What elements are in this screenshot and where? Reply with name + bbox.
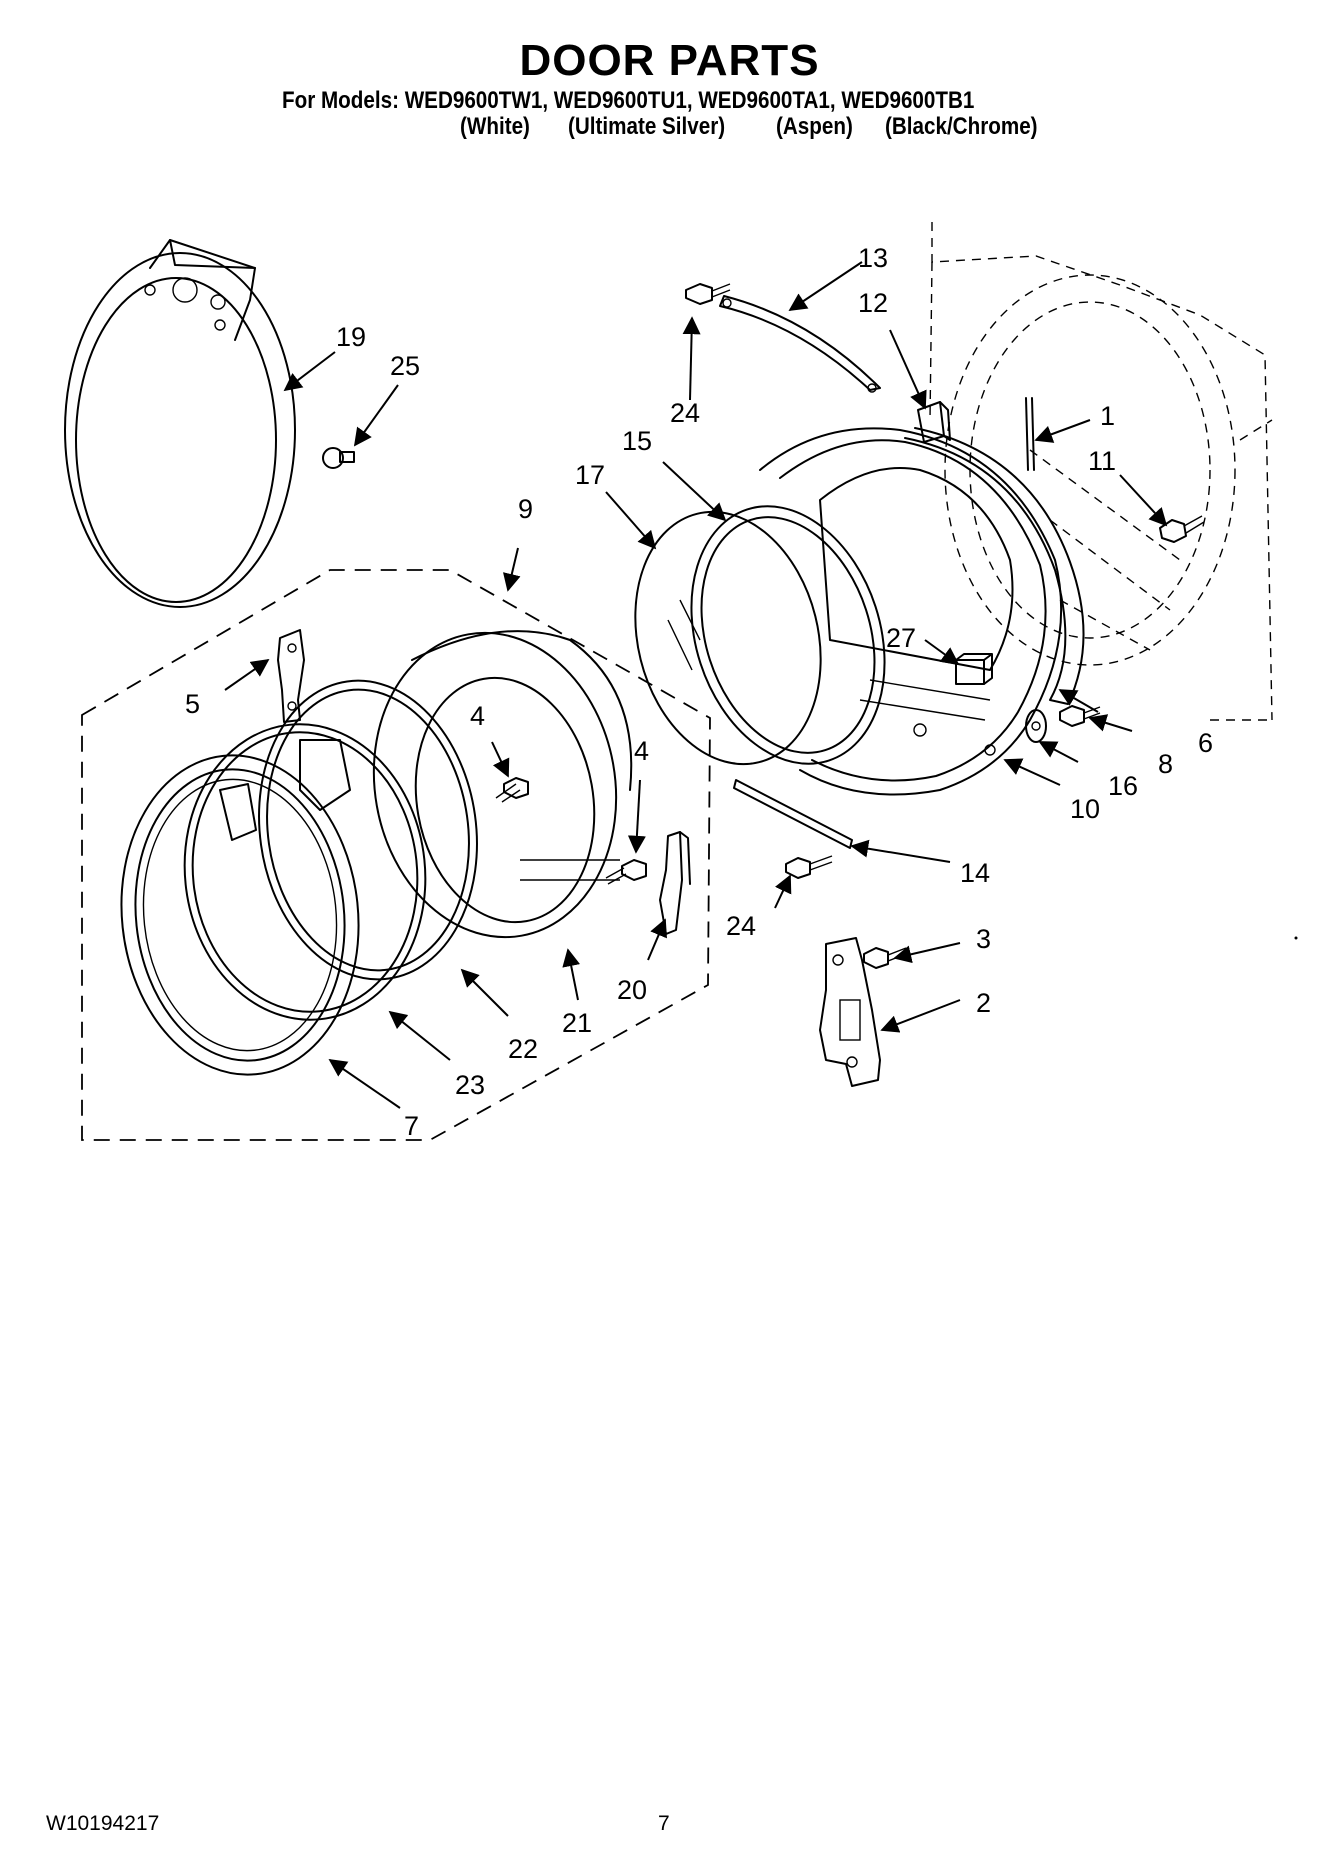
callout-14: 14 xyxy=(960,858,990,888)
color-black-chrome: (Black/Chrome) xyxy=(885,113,1038,140)
callout-22: 22 xyxy=(508,1034,538,1064)
leader-4-lower xyxy=(627,779,646,854)
color-white: (White) xyxy=(460,113,530,140)
callout-25: 25 xyxy=(390,351,420,381)
page-number: 7 xyxy=(658,1812,670,1835)
callout-23: 23 xyxy=(455,1070,485,1100)
part-4-screw-upper xyxy=(495,777,529,803)
part-5-hinge xyxy=(277,629,305,723)
callout-7: 7 xyxy=(404,1111,419,1141)
callout-19: 19 xyxy=(336,322,366,352)
leader-9 xyxy=(502,547,521,592)
callout-17: 17 xyxy=(575,460,605,490)
part-17-glass xyxy=(634,510,822,766)
callout-24-bottom: 24 xyxy=(726,911,756,941)
leader-8 xyxy=(1088,714,1133,732)
part-25-fastener xyxy=(322,447,355,469)
part-24-screw-top xyxy=(685,283,731,305)
leader-27 xyxy=(924,639,960,666)
callout-27: 27 xyxy=(886,623,916,653)
leader-15 xyxy=(662,461,727,522)
leader-5 xyxy=(224,658,270,691)
leader-6 xyxy=(1058,689,1099,713)
leader-22 xyxy=(460,968,509,1017)
part-13-strap xyxy=(719,295,881,393)
leader-11 xyxy=(1119,474,1168,527)
callout-13: 13 xyxy=(858,243,888,273)
stray-dot xyxy=(1294,936,1298,940)
callout-16: 16 xyxy=(1108,771,1138,801)
leader-19 xyxy=(283,351,336,392)
leader-23 xyxy=(388,1010,451,1061)
callout-15: 15 xyxy=(622,426,652,456)
leader-14 xyxy=(850,839,951,863)
callout-4-upper: 4 xyxy=(470,701,485,731)
leader-21 xyxy=(562,948,581,1001)
callout-8: 8 xyxy=(1158,749,1173,779)
callout-24-top: 24 xyxy=(670,398,700,428)
leader-lines xyxy=(224,261,1168,1109)
callout-11: 11 xyxy=(1088,446,1116,476)
document-number: W10194217 xyxy=(46,1812,160,1835)
page-title: DOOR PARTS xyxy=(519,36,820,85)
leader-24-bottom xyxy=(774,874,792,909)
leader-12 xyxy=(889,329,927,410)
color-aspen: (Aspen) xyxy=(776,113,853,140)
part-22-inner-ring xyxy=(258,679,478,981)
callout-3: 3 xyxy=(976,924,991,954)
callout-9: 9 xyxy=(518,494,533,524)
callout-21: 21 xyxy=(562,1008,592,1038)
callout-6: 6 xyxy=(1198,728,1213,758)
assembly-9-boundary xyxy=(81,569,711,1141)
leader-7 xyxy=(328,1058,401,1109)
part-23-trim-ring xyxy=(183,723,427,1021)
callout-2: 2 xyxy=(976,988,991,1018)
part-27-switch xyxy=(955,653,993,685)
callout-20: 20 xyxy=(617,975,647,1005)
leader-24-top xyxy=(682,316,701,401)
part-4-screw-lower xyxy=(605,859,647,885)
color-ultimate-silver: (Ultimate Silver) xyxy=(568,113,726,140)
part-20-bracket xyxy=(659,831,691,935)
callout-5: 5 xyxy=(185,689,200,719)
part-11-screw xyxy=(1159,515,1205,543)
part-3-screw xyxy=(863,947,907,969)
callout-numbers: 1 2 3 4 4 5 6 7 8 9 10 11 12 13 14 15 16… xyxy=(185,243,1213,1141)
part-21-inner-shell xyxy=(372,630,633,939)
part-2-latch xyxy=(819,937,881,1087)
leader-13 xyxy=(788,261,863,311)
callout-4-lower: 4 xyxy=(634,736,649,766)
models-line: For Models: WED9600TW1, WED9600TU1, WED9… xyxy=(282,87,975,114)
part-10-door-frame xyxy=(759,427,1063,796)
part-7-outer-ring xyxy=(120,754,360,1076)
callout-1: 1 xyxy=(1100,401,1115,431)
part-19-drum-bulkhead xyxy=(64,239,296,608)
leader-4-upper xyxy=(491,741,510,778)
part-15-seal xyxy=(690,505,886,765)
leader-25 xyxy=(353,384,399,447)
leader-2 xyxy=(880,999,961,1033)
callout-12: 12 xyxy=(858,288,888,318)
leader-10 xyxy=(1003,758,1061,786)
leader-16 xyxy=(1038,741,1079,763)
part-1-rod xyxy=(1025,397,1035,471)
leader-20 xyxy=(647,918,667,961)
part-14-strip xyxy=(733,779,853,849)
part-24-screw-bottom xyxy=(785,855,833,879)
part-16-washer xyxy=(1025,709,1047,743)
leader-3 xyxy=(893,942,961,964)
leader-1 xyxy=(1034,419,1091,443)
leader-17 xyxy=(605,491,657,550)
callout-10: 10 xyxy=(1070,794,1100,824)
